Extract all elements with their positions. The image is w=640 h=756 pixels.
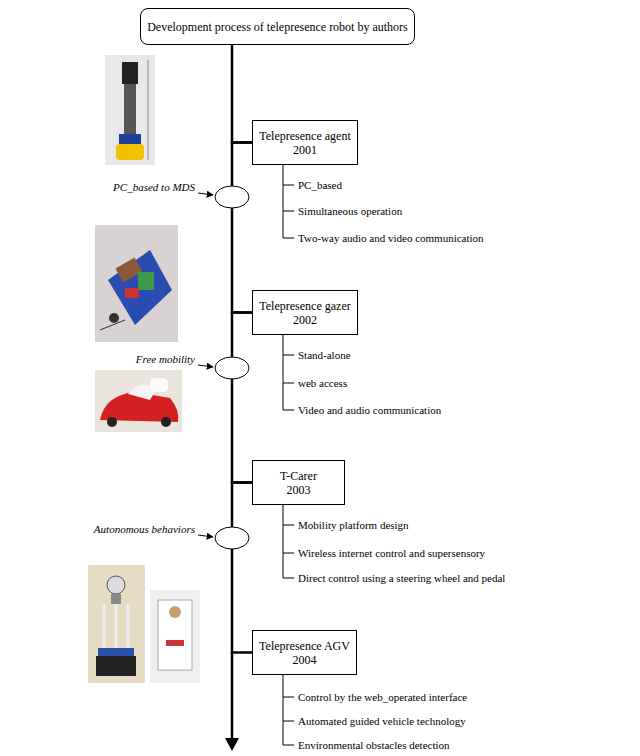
milestone-box: Telepresence agent2001 xyxy=(252,120,358,165)
robot-photo xyxy=(95,225,178,342)
timeline-connector xyxy=(232,143,252,313)
feature-item: Video and audio communication xyxy=(298,403,441,417)
box-heading: Telepresence agent xyxy=(259,129,350,143)
box-year: 2002 xyxy=(293,313,317,327)
feature-item: PC_based xyxy=(298,178,342,192)
milestone-label: Free mobility xyxy=(136,352,195,366)
timeline-connector xyxy=(232,313,252,483)
pointer-arrow xyxy=(198,193,213,195)
box-heading: Telepresence gazer xyxy=(259,299,350,313)
robot-photo xyxy=(88,565,145,683)
robot-photo xyxy=(105,55,155,165)
feature-item: Two-way audio and video communication xyxy=(298,231,484,245)
milestone-box: Telepresence gazer2002 xyxy=(252,290,358,335)
feature-item: Control by the web_operated interface xyxy=(298,690,467,704)
milestone-ellipse xyxy=(215,357,249,379)
box-heading: Development process of telepresence robo… xyxy=(147,20,408,34)
milestone-label: Autonomous behaviors xyxy=(94,522,195,536)
timeline-tail xyxy=(231,652,234,740)
box-year: 2003 xyxy=(287,483,311,497)
box-heading: Telepresence AGV xyxy=(259,639,350,653)
feature-item: Simultaneous operation xyxy=(298,204,402,218)
pointer-arrow xyxy=(198,535,213,537)
box-year: 2001 xyxy=(293,143,317,157)
timeline-connector xyxy=(232,483,252,653)
robot-photo xyxy=(150,590,200,683)
pointer-arrow xyxy=(198,365,213,367)
feature-item: Stand-alone xyxy=(298,348,351,362)
milestone-box: T-Carer2003 xyxy=(252,460,345,505)
feature-item: Environmental obstacles detection xyxy=(298,738,450,752)
milestone-box: Telepresence AGV2004 xyxy=(252,630,357,675)
box-heading: T-Carer xyxy=(280,469,317,483)
milestone-ellipse xyxy=(215,527,249,549)
title-box: Development process of telepresence robo… xyxy=(140,8,415,45)
box-year: 2004 xyxy=(293,653,317,667)
feature-item: Automated guided vehicle technology xyxy=(298,714,466,728)
feature-item: Wireless internet control and supersenso… xyxy=(298,546,485,560)
feature-item: Direct control using a steering wheel an… xyxy=(298,571,505,585)
feature-item: Mobility platform design xyxy=(298,518,409,532)
milestone-ellipse xyxy=(215,186,249,208)
feature-item: web access xyxy=(298,376,347,390)
timeline-connector xyxy=(232,45,252,143)
milestone-label: PC_based to MDS xyxy=(113,180,195,194)
car-photo xyxy=(95,370,182,432)
timeline-arrowhead xyxy=(225,738,239,751)
